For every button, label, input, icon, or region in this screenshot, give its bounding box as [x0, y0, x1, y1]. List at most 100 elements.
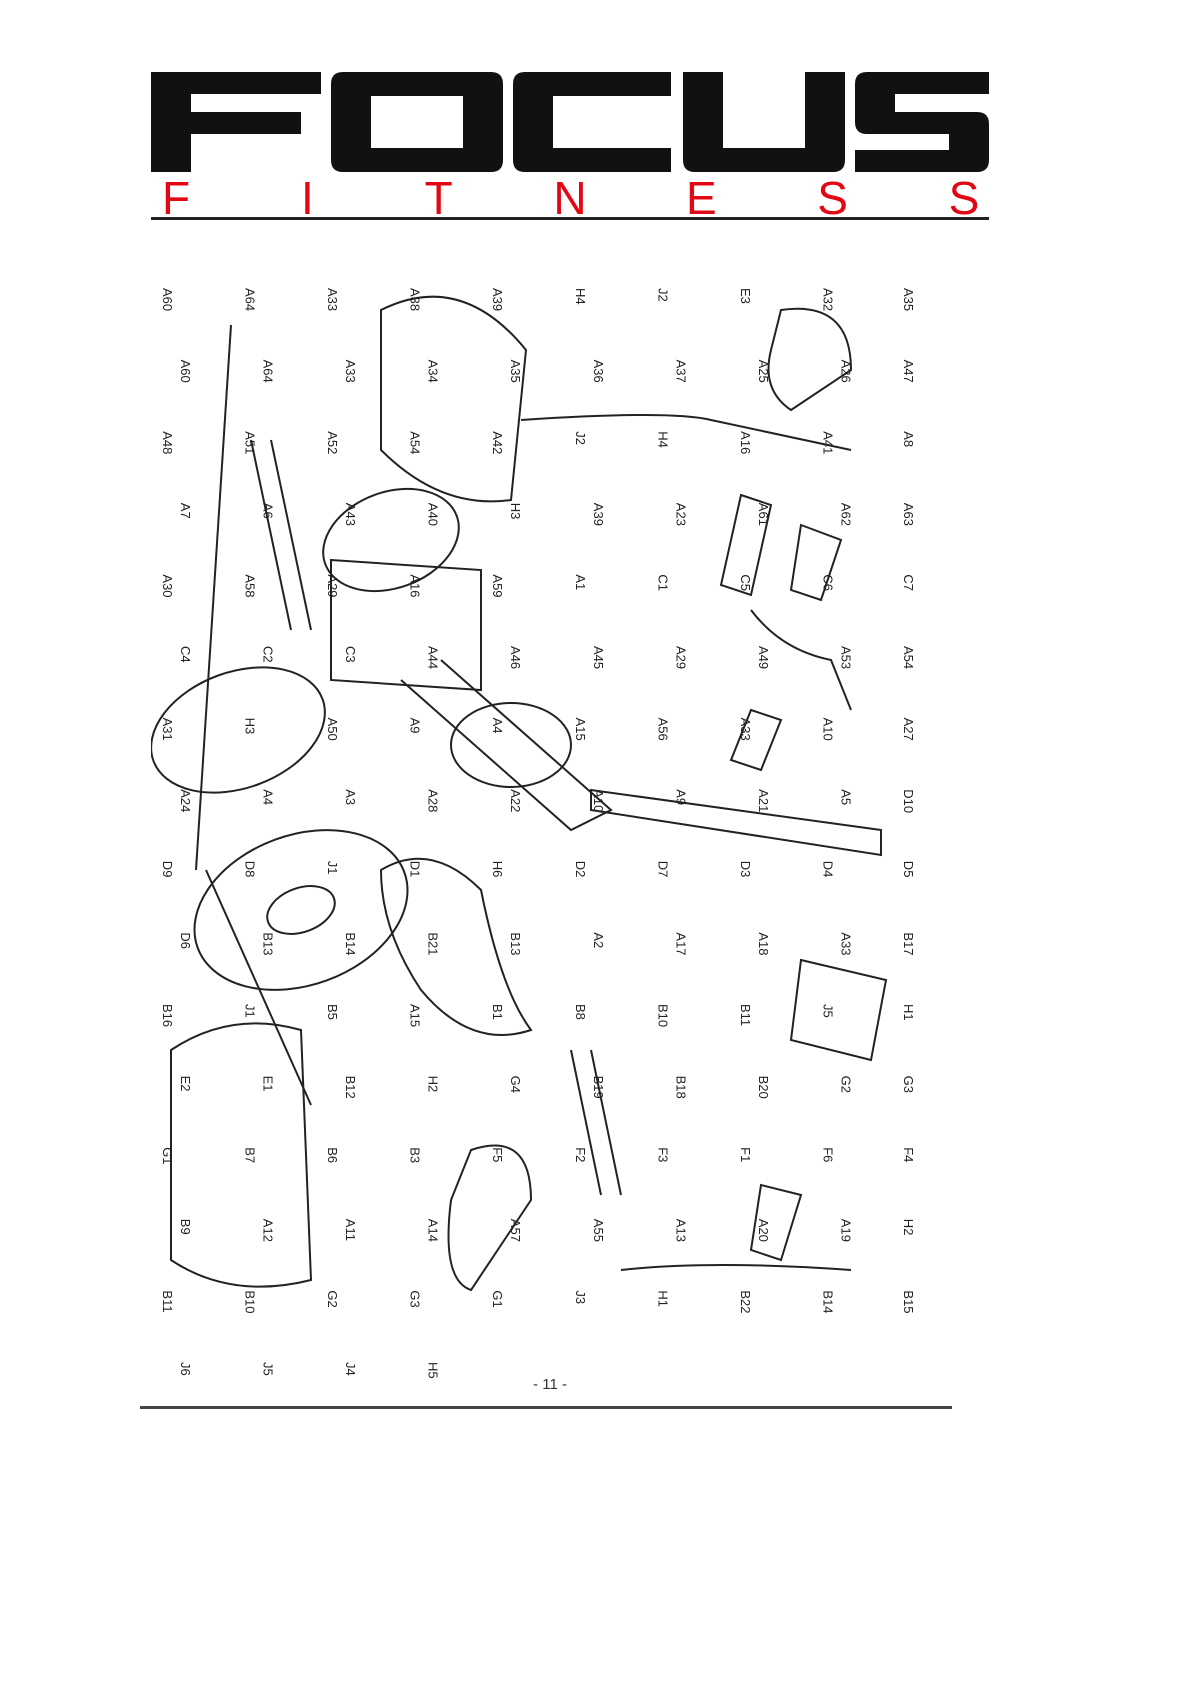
- part-label: A54: [901, 646, 916, 669]
- part-label: A53: [838, 646, 853, 669]
- part-label: G3: [408, 1290, 423, 1307]
- wheel-hub: [450, 702, 572, 788]
- part-label: A63: [901, 503, 916, 526]
- part-label: A2: [591, 932, 606, 948]
- part-label: D1: [408, 861, 423, 878]
- part-label: H3: [508, 503, 523, 520]
- letter: E: [685, 172, 717, 224]
- part-label: B11: [160, 1290, 175, 1312]
- part-label: B15: [901, 1290, 916, 1313]
- part-label: A27: [901, 718, 916, 741]
- pedal-arm-upper: [195, 324, 232, 871]
- part-label: C4: [178, 646, 193, 663]
- part-label: B13: [508, 932, 523, 955]
- part-label: A39: [490, 288, 505, 311]
- foam-grip-1: [719, 493, 773, 597]
- part-label: B5: [325, 1004, 340, 1020]
- part-label: A52: [325, 431, 340, 454]
- letter: T: [424, 172, 453, 224]
- part-label: A13: [673, 1219, 688, 1242]
- flywheel-upper-left: [151, 666, 326, 794]
- part-label: A10: [820, 718, 835, 741]
- part-label: A29: [325, 574, 340, 597]
- part-label: A51: [243, 431, 258, 454]
- part-label: A34: [426, 360, 441, 383]
- part-label: B11: [738, 1004, 753, 1026]
- part-label: A26: [838, 360, 853, 383]
- part-label: A59: [490, 574, 505, 597]
- part-label: D10: [901, 789, 916, 813]
- part-label: B6: [325, 1147, 340, 1163]
- part-label: A3: [343, 789, 358, 805]
- part-label: E1: [261, 1076, 276, 1092]
- part-label: B10: [243, 1290, 258, 1313]
- part-label: H1: [901, 1004, 916, 1021]
- part-label: G1: [160, 1147, 175, 1164]
- part-label: B8: [573, 1004, 588, 1020]
- part-label: A4: [261, 789, 276, 805]
- part-label: A40: [426, 503, 441, 526]
- flywheel-large: [193, 829, 409, 991]
- side-cover-bottom: [170, 1022, 313, 1288]
- part-label: D2: [573, 861, 588, 878]
- frame-rail: [400, 659, 613, 832]
- part-label: B13: [261, 932, 276, 955]
- part-label: B1: [490, 1004, 505, 1020]
- foam-grip-2: [789, 523, 843, 602]
- part-label: C5: [738, 574, 753, 591]
- foam-grip-3: [729, 708, 783, 772]
- part-label: D9: [160, 861, 175, 878]
- part-label: H5: [426, 1362, 441, 1379]
- part-label: A33: [343, 360, 358, 383]
- part-label: B9: [178, 1219, 193, 1235]
- part-label: A33: [738, 718, 753, 741]
- pedal-arm-lower: [205, 869, 312, 1106]
- handlebar-bottom: [620, 1264, 852, 1271]
- part-label: G3: [901, 1076, 916, 1093]
- part-label: F3: [655, 1147, 670, 1162]
- logo-underline: [151, 217, 989, 220]
- part-label: A45: [591, 646, 606, 669]
- part-label: F4: [901, 1147, 916, 1162]
- part-label: C2: [261, 646, 276, 663]
- part-label: J1: [325, 861, 340, 875]
- part-label: C3: [343, 646, 358, 663]
- part-label: C6: [820, 574, 835, 591]
- part-label: G2: [838, 1076, 853, 1093]
- part-label: A35: [508, 360, 523, 383]
- part-label: A28: [426, 789, 441, 812]
- part-label: B14: [820, 1290, 835, 1313]
- part-label: A17: [673, 932, 688, 955]
- part-label: G2: [325, 1290, 340, 1307]
- letter: N: [553, 172, 587, 224]
- letter: S: [817, 172, 848, 224]
- part-label: A30: [160, 574, 175, 597]
- part-label: A62: [838, 503, 853, 526]
- part-label: A43: [343, 503, 358, 526]
- part-label: A37: [673, 360, 688, 383]
- part-label: F5: [490, 1147, 505, 1162]
- part-label: A33: [325, 288, 340, 311]
- part-label: G1: [490, 1290, 505, 1307]
- page-number: - 11 -: [533, 1376, 567, 1393]
- console: [789, 958, 888, 1062]
- part-label: H1: [655, 1290, 670, 1307]
- part-label: H2: [426, 1076, 441, 1093]
- part-label: E3: [738, 288, 753, 304]
- part-label: A44: [426, 646, 441, 669]
- part-label: D8: [243, 861, 258, 878]
- part-label: A38: [408, 288, 423, 311]
- part-label: A5: [838, 789, 853, 805]
- part-label: A54: [408, 431, 423, 454]
- part-label: J5: [820, 1004, 835, 1018]
- part-label: A46: [508, 646, 523, 669]
- part-label: A23: [673, 503, 688, 526]
- part-label: D7: [655, 861, 670, 878]
- part-label: B16: [160, 1004, 175, 1027]
- part-label: B14: [343, 932, 358, 955]
- part-label: F2: [573, 1147, 588, 1162]
- part-label: A6: [261, 503, 276, 519]
- part-label: B7: [243, 1147, 258, 1163]
- part-label: A57: [508, 1219, 523, 1242]
